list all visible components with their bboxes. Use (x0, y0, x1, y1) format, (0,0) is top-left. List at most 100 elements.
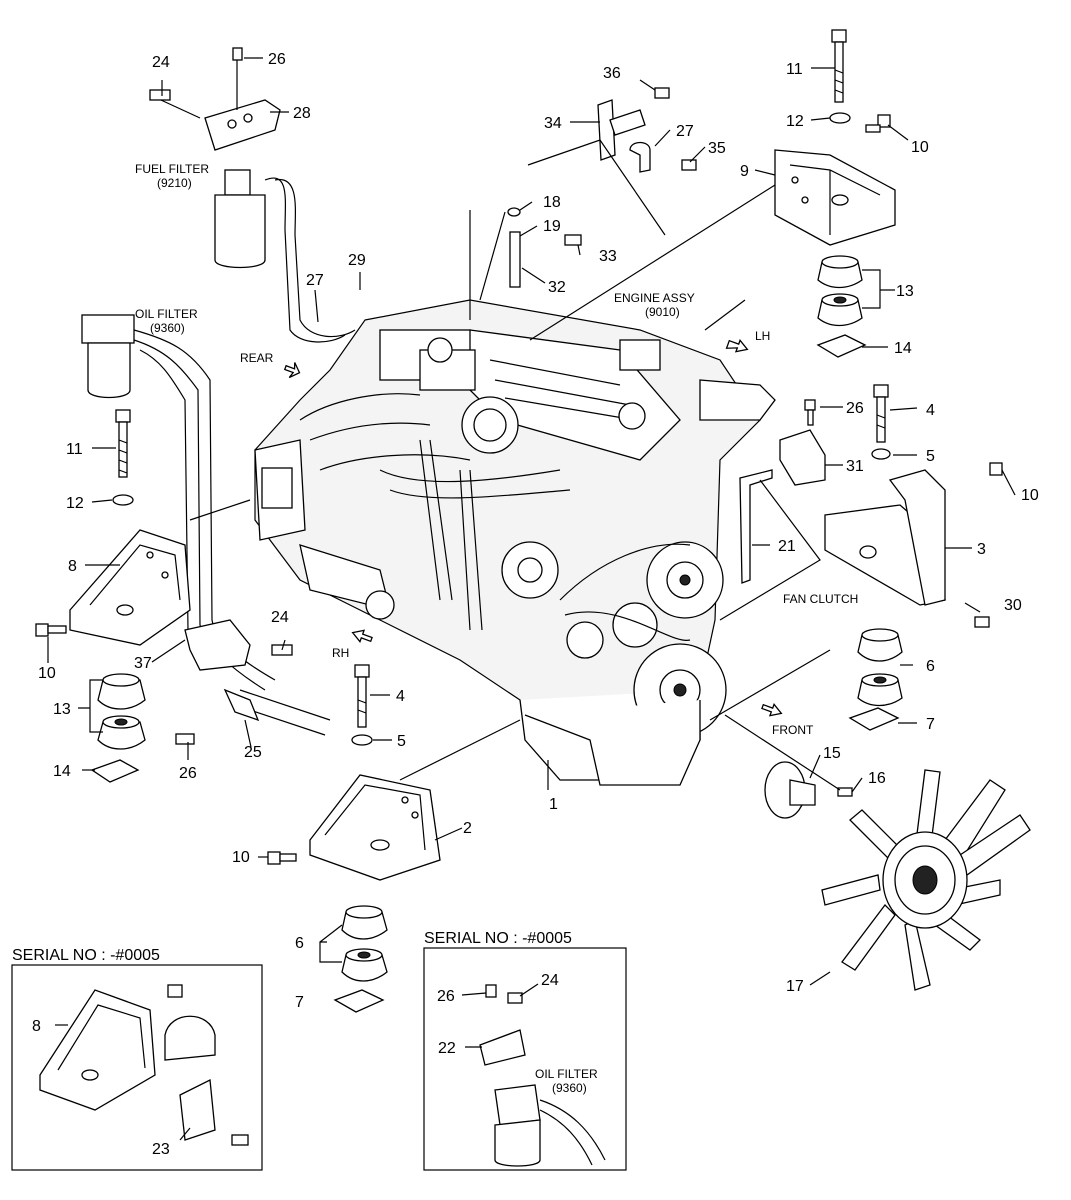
fan-clutch-label: FAN CLUTCH (783, 592, 858, 606)
mount-13-right (817, 255, 863, 327)
part-number: 22 (438, 1040, 456, 1057)
washer-12-right (829, 112, 851, 124)
part-number: 7 (926, 716, 935, 733)
part-number: 6 (295, 935, 304, 952)
part-number: 21 (778, 538, 796, 555)
washer-5-right (871, 448, 891, 460)
bolt-10-left (35, 623, 67, 637)
part-number: 37 (134, 655, 152, 672)
inset-right-frame (423, 947, 627, 1171)
direction-arrows (283, 339, 783, 717)
part-number: 32 (548, 279, 566, 296)
part-number: 11 (66, 441, 83, 458)
part-number: 28 (293, 105, 311, 122)
inset-oil-filter-label: OIL FILTER (535, 1067, 598, 1081)
part-number: 23 (152, 1141, 170, 1158)
engine-assy-code: (9010) (645, 305, 680, 319)
oil-filter-label: OIL FILTER (135, 307, 198, 321)
leader-lines (47, 57, 1016, 1141)
bracket-2 (309, 774, 441, 881)
bolt-11-right (831, 29, 847, 103)
inset-left-frame (11, 964, 263, 1171)
washer-12-left (112, 494, 134, 506)
part-number: 10 (38, 665, 56, 682)
bolt-10-top-right (865, 114, 891, 133)
part-number: 33 (599, 248, 617, 265)
part-number: 19 (543, 218, 561, 235)
fuel-filter-label: FUEL FILTER (135, 162, 209, 176)
fan-17 (821, 769, 1031, 991)
part-number: 16 (868, 770, 886, 787)
bolt-4-front (354, 664, 370, 728)
part-number: 26 (437, 988, 455, 1005)
part-number: 18 (543, 194, 561, 211)
part-number: 10 (1021, 487, 1039, 504)
bolt-30 (974, 616, 990, 628)
part-number: 10 (911, 139, 929, 156)
bracket-21 (739, 469, 773, 584)
part-number: 24 (271, 609, 289, 626)
washer-5-front (351, 734, 373, 746)
bracket-8 (69, 529, 191, 646)
part-number: 8 (32, 1018, 41, 1035)
rh-label: RH (332, 646, 349, 660)
part-number: 12 (786, 113, 804, 130)
part-number: 9 (740, 163, 749, 180)
clamp-34 (597, 87, 697, 173)
part-number: 24 (541, 972, 559, 989)
fan-coupling-15 (764, 761, 853, 819)
part-number: 3 (977, 541, 986, 558)
inset-right-title: SERIAL NO : -#0005 (424, 930, 572, 947)
part-number: 13 (53, 701, 71, 718)
bolt-10-front (267, 851, 297, 865)
part-number: 14 (894, 340, 912, 357)
plate-7-right (848, 707, 900, 731)
mount-6-front (341, 905, 388, 982)
fuel-filter-code: (9210) (157, 176, 192, 190)
part-number: 34 (544, 115, 562, 132)
bolt-4-right (873, 384, 889, 443)
oil-filter-code: (9360) (150, 321, 185, 335)
inset-right-oil-filter (479, 984, 606, 1167)
part-number: 27 (306, 272, 324, 289)
rear-label: REAR (240, 351, 274, 365)
fuel-filter (149, 47, 356, 343)
bracket-37 (175, 619, 293, 745)
bracket-3 (824, 469, 946, 606)
part-number: 4 (396, 688, 405, 705)
part-number: 31 (846, 458, 864, 475)
part-number: 5 (397, 733, 406, 750)
inset-oil-filter-code: (9360) (552, 1081, 587, 1095)
part-number: 8 (68, 558, 77, 575)
engine-assembly (254, 299, 776, 786)
part-number: 2 (463, 820, 472, 837)
part-number: 14 (53, 763, 71, 780)
lh-label: LH (755, 329, 770, 343)
part-number: 35 (708, 140, 726, 157)
part-number: 6 (926, 658, 935, 675)
part-number-labels: 1 2 3 4 4 5 5 6 6 7 7 8 8 9 10 10 10 10 … (32, 51, 1039, 1158)
bolt-11-left (115, 409, 131, 478)
engine-assy-label: ENGINE ASSY (614, 291, 695, 305)
part-number: 30 (1004, 597, 1022, 614)
plate-7-front (333, 989, 385, 1013)
part-number: 26 (268, 51, 286, 68)
part-number: 7 (295, 994, 304, 1011)
inset-left-title: SERIAL NO : -#0005 (12, 947, 160, 964)
part-number: 4 (926, 402, 935, 419)
part-number: 5 (926, 448, 935, 465)
part-number: 27 (676, 123, 694, 140)
part-number: 36 (603, 65, 621, 82)
mount-6-right (857, 628, 903, 707)
clamp-19 (507, 207, 582, 288)
part-number: 29 (348, 252, 366, 269)
mount-13-left (97, 673, 146, 750)
part-number: 26 (846, 400, 864, 417)
part-number: 26 (179, 765, 197, 782)
component-labels: FUEL FILTER (9210) OIL FILTER (9360) ENG… (12, 162, 858, 1095)
bracket-31 (779, 399, 826, 486)
plate-14-right (816, 334, 867, 358)
plate-14-left (90, 759, 140, 783)
